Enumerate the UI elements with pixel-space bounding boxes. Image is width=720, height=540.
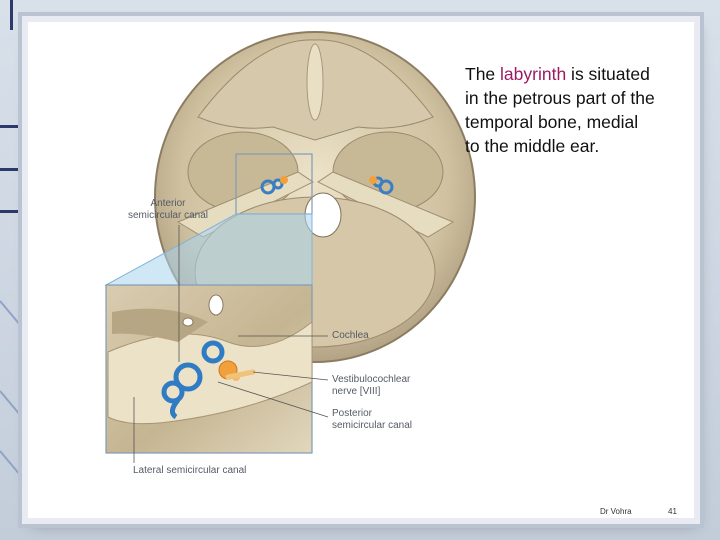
label-lateral-semicircular-canal: Lateral semicircular canal (133, 465, 246, 477)
label-posterior-line1: Posterior (332, 408, 412, 420)
label-anterior-line1: Anterior (110, 198, 226, 210)
desc-highlight-term: labyrinth (500, 64, 566, 84)
label-posterior-line2: semicircular canal (332, 420, 412, 432)
label-cochlea: Cochlea (332, 330, 369, 342)
slide-card: Anterior semicircular canal Cochlea Vest… (28, 22, 694, 518)
crista (307, 44, 323, 120)
zoom-foramen (209, 295, 223, 315)
footer-author: Dr Vohra (600, 507, 632, 516)
slide-description: The labyrinth is situated in the petrous… (465, 62, 655, 158)
zoom-foramen (183, 318, 193, 326)
label-anterior-line2: semicircular canal (110, 210, 226, 222)
label-vestibulo-line2: nerve [VIII] (332, 386, 410, 398)
cochlea-left-small (280, 176, 288, 184)
decor-stripe (10, 0, 13, 30)
decor-stripe (700, 110, 703, 510)
label-anterior-semicircular-canal: Anterior semicircular canal (110, 198, 226, 222)
decor-stripe (0, 125, 30, 128)
label-vestibulo-line1: Vestibulocochlear (332, 374, 410, 386)
footer-page-number: 41 (668, 507, 677, 516)
cochlea-right-small (369, 176, 377, 184)
label-posterior-semicircular-canal: Posterior semicircular canal (332, 408, 412, 432)
desc-text-before: The (465, 64, 500, 84)
label-vestibulocochlear-nerve: Vestibulocochlear nerve [VIII] (332, 374, 410, 398)
decor-stripe (0, 168, 30, 171)
decor-stripe (0, 210, 30, 213)
